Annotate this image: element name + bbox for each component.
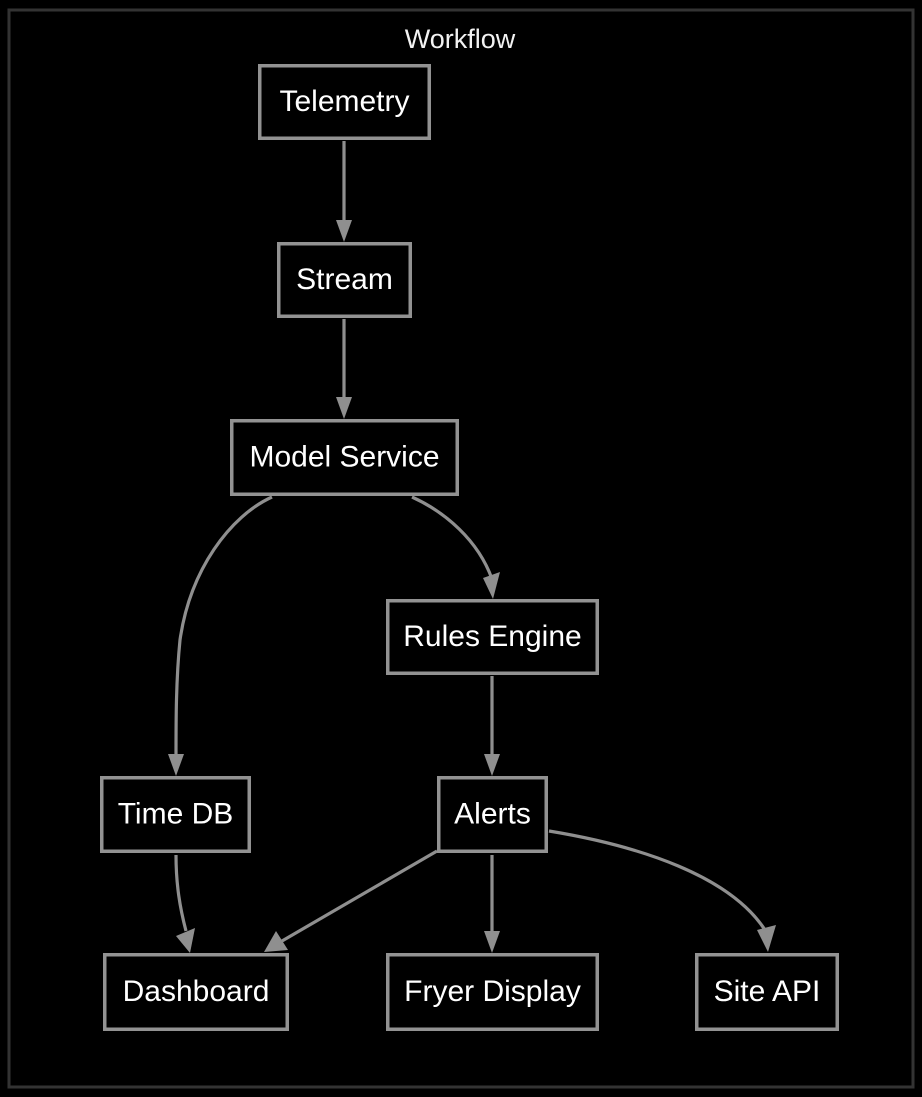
edge-time-db-dashboard xyxy=(174,854,195,953)
node-label: Dashboard xyxy=(123,975,270,1008)
graph-title: Workflow xyxy=(405,24,516,54)
edge-arrowhead-icon xyxy=(757,925,776,952)
edge-alerts-site-api xyxy=(548,829,776,952)
node-label: Site API xyxy=(714,975,821,1008)
node-time_db[interactable]: Time DB xyxy=(100,776,251,853)
edge-arrowhead-icon xyxy=(336,397,352,419)
node-label: Model Service xyxy=(249,440,439,473)
edge-arrowhead-icon xyxy=(484,754,500,776)
edge-arrowhead-icon xyxy=(168,754,184,776)
edge-line xyxy=(548,829,767,931)
node-label: Time DB xyxy=(118,797,234,830)
node-label: Telemetry xyxy=(279,85,409,118)
edge-alerts-dashboard xyxy=(264,849,438,952)
node-fryer_display[interactable]: Fryer Display xyxy=(386,953,599,1031)
node-telemetry[interactable]: Telemetry xyxy=(258,64,431,140)
node-label: Stream xyxy=(296,263,393,296)
graph-frame xyxy=(7,8,915,1089)
node-rules_engine[interactable]: Rules Engine xyxy=(386,599,599,675)
edge-model-service-time-db xyxy=(168,495,273,776)
edge-line xyxy=(281,849,438,943)
node-label: Rules Engine xyxy=(403,620,581,653)
node-box[interactable] xyxy=(386,953,599,1031)
edges-layer xyxy=(168,141,776,953)
edge-model-service-rules xyxy=(411,495,500,599)
node-box[interactable] xyxy=(386,599,599,675)
node-label: Alerts xyxy=(454,797,531,830)
edge-stream-model-service xyxy=(336,319,352,419)
edge-arrowhead-icon xyxy=(176,928,195,953)
node-box[interactable] xyxy=(437,776,548,853)
edge-telemetry-stream xyxy=(336,141,352,242)
edge-arrowhead-icon xyxy=(483,572,500,599)
node-box[interactable] xyxy=(258,64,431,140)
edge-arrowhead-icon xyxy=(264,931,288,952)
edge-line xyxy=(174,854,188,932)
node-alerts[interactable]: Alerts xyxy=(437,776,548,853)
node-label: Fryer Display xyxy=(404,975,581,1008)
edge-alerts-fryer-display xyxy=(484,855,500,953)
node-dashboard[interactable]: Dashboard xyxy=(103,953,289,1031)
node-box[interactable] xyxy=(103,953,289,1031)
edge-arrowhead-icon xyxy=(336,220,352,242)
edge-line xyxy=(411,495,494,580)
node-box[interactable] xyxy=(100,776,251,853)
node-stream[interactable]: Stream xyxy=(277,242,412,318)
edge-line xyxy=(174,495,273,757)
edge-rules-engine-alerts xyxy=(484,676,500,776)
node-box[interactable] xyxy=(695,953,839,1031)
node-box[interactable] xyxy=(277,242,412,318)
node-model_service[interactable]: Model Service xyxy=(230,419,459,496)
node-box[interactable] xyxy=(230,419,459,496)
edge-arrowhead-icon xyxy=(484,931,500,953)
node-site_api[interactable]: Site API xyxy=(695,953,839,1031)
